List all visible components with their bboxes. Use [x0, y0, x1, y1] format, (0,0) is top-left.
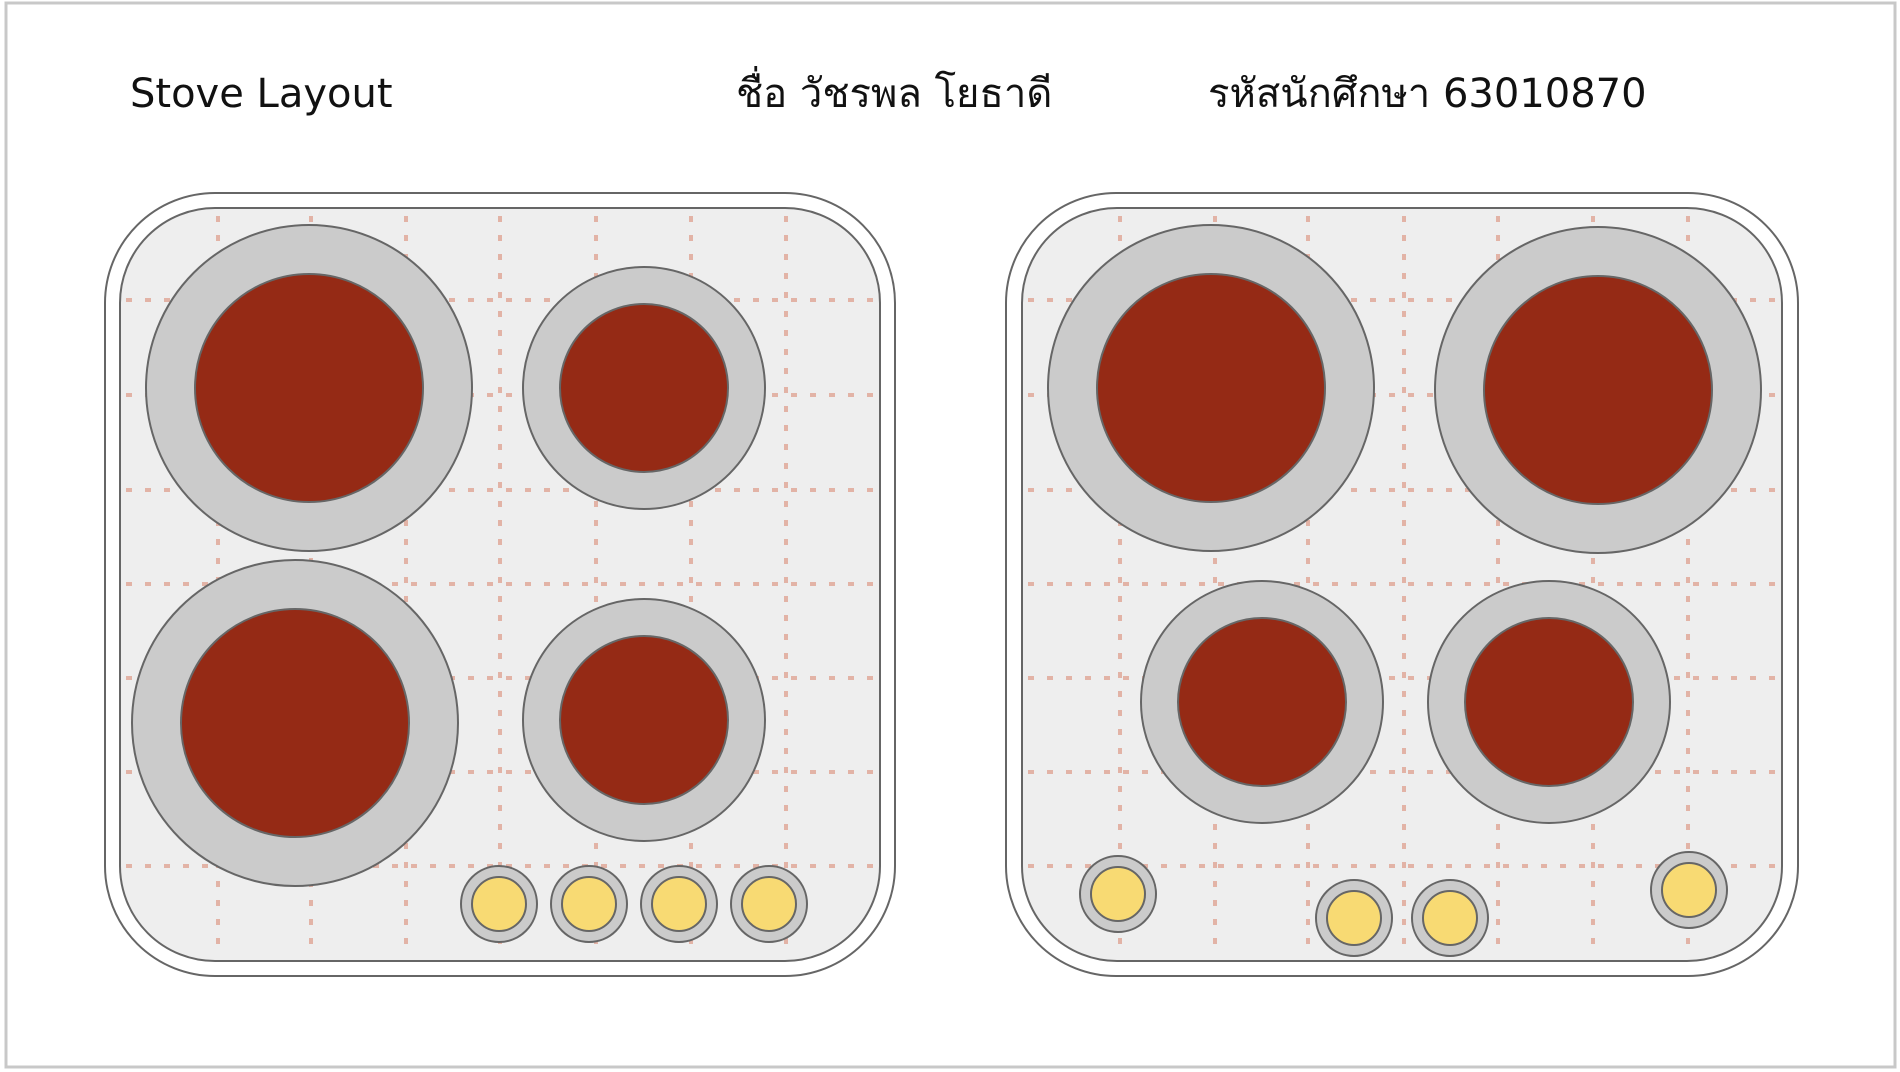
- burner-heating-element: [559, 635, 729, 805]
- burner-small: [1140, 580, 1384, 824]
- burner-small: [1427, 580, 1671, 824]
- student-name: ชื่อ วัชรพล โยธาดี: [736, 66, 1052, 117]
- student-id: รหัสนักศึกษา 63010870: [1208, 71, 1647, 117]
- control-knob[interactable]: [1411, 879, 1489, 957]
- stove-right: [1005, 192, 1799, 977]
- stove-left: [104, 192, 896, 977]
- burner-heating-element: [1464, 617, 1634, 787]
- burner-large: [1047, 224, 1375, 552]
- control-knob[interactable]: [730, 865, 808, 943]
- burner-heating-element: [1096, 273, 1326, 503]
- burner-large: [1434, 226, 1762, 554]
- knob-face: [1326, 890, 1382, 946]
- knob-face: [1422, 890, 1478, 946]
- burner-large: [145, 224, 473, 552]
- stove-left-burners: [131, 224, 766, 887]
- burner-heating-element: [194, 273, 424, 503]
- control-knob[interactable]: [550, 865, 628, 943]
- burner-small: [522, 598, 766, 842]
- control-knob[interactable]: [1079, 855, 1157, 933]
- stove-right-knobs: [1079, 851, 1728, 957]
- knob-face: [471, 876, 527, 932]
- control-knob[interactable]: [640, 865, 718, 943]
- burner-large: [131, 559, 459, 887]
- control-knob[interactable]: [1650, 851, 1728, 929]
- knob-face: [1090, 866, 1146, 922]
- control-knob[interactable]: [1315, 879, 1393, 957]
- knob-face: [1661, 862, 1717, 918]
- burner-heating-element: [559, 303, 729, 473]
- knob-face: [741, 876, 797, 932]
- burner-heating-element: [1177, 617, 1347, 787]
- stove-left-knobs: [460, 865, 808, 943]
- burner-small: [522, 266, 766, 510]
- burner-heating-element: [1483, 275, 1713, 505]
- knob-face: [561, 876, 617, 932]
- page-title: Stove Layout: [130, 71, 393, 117]
- burner-heating-element: [180, 608, 410, 838]
- knob-face: [651, 876, 707, 932]
- control-knob[interactable]: [460, 865, 538, 943]
- stove-right-burners: [1047, 224, 1762, 824]
